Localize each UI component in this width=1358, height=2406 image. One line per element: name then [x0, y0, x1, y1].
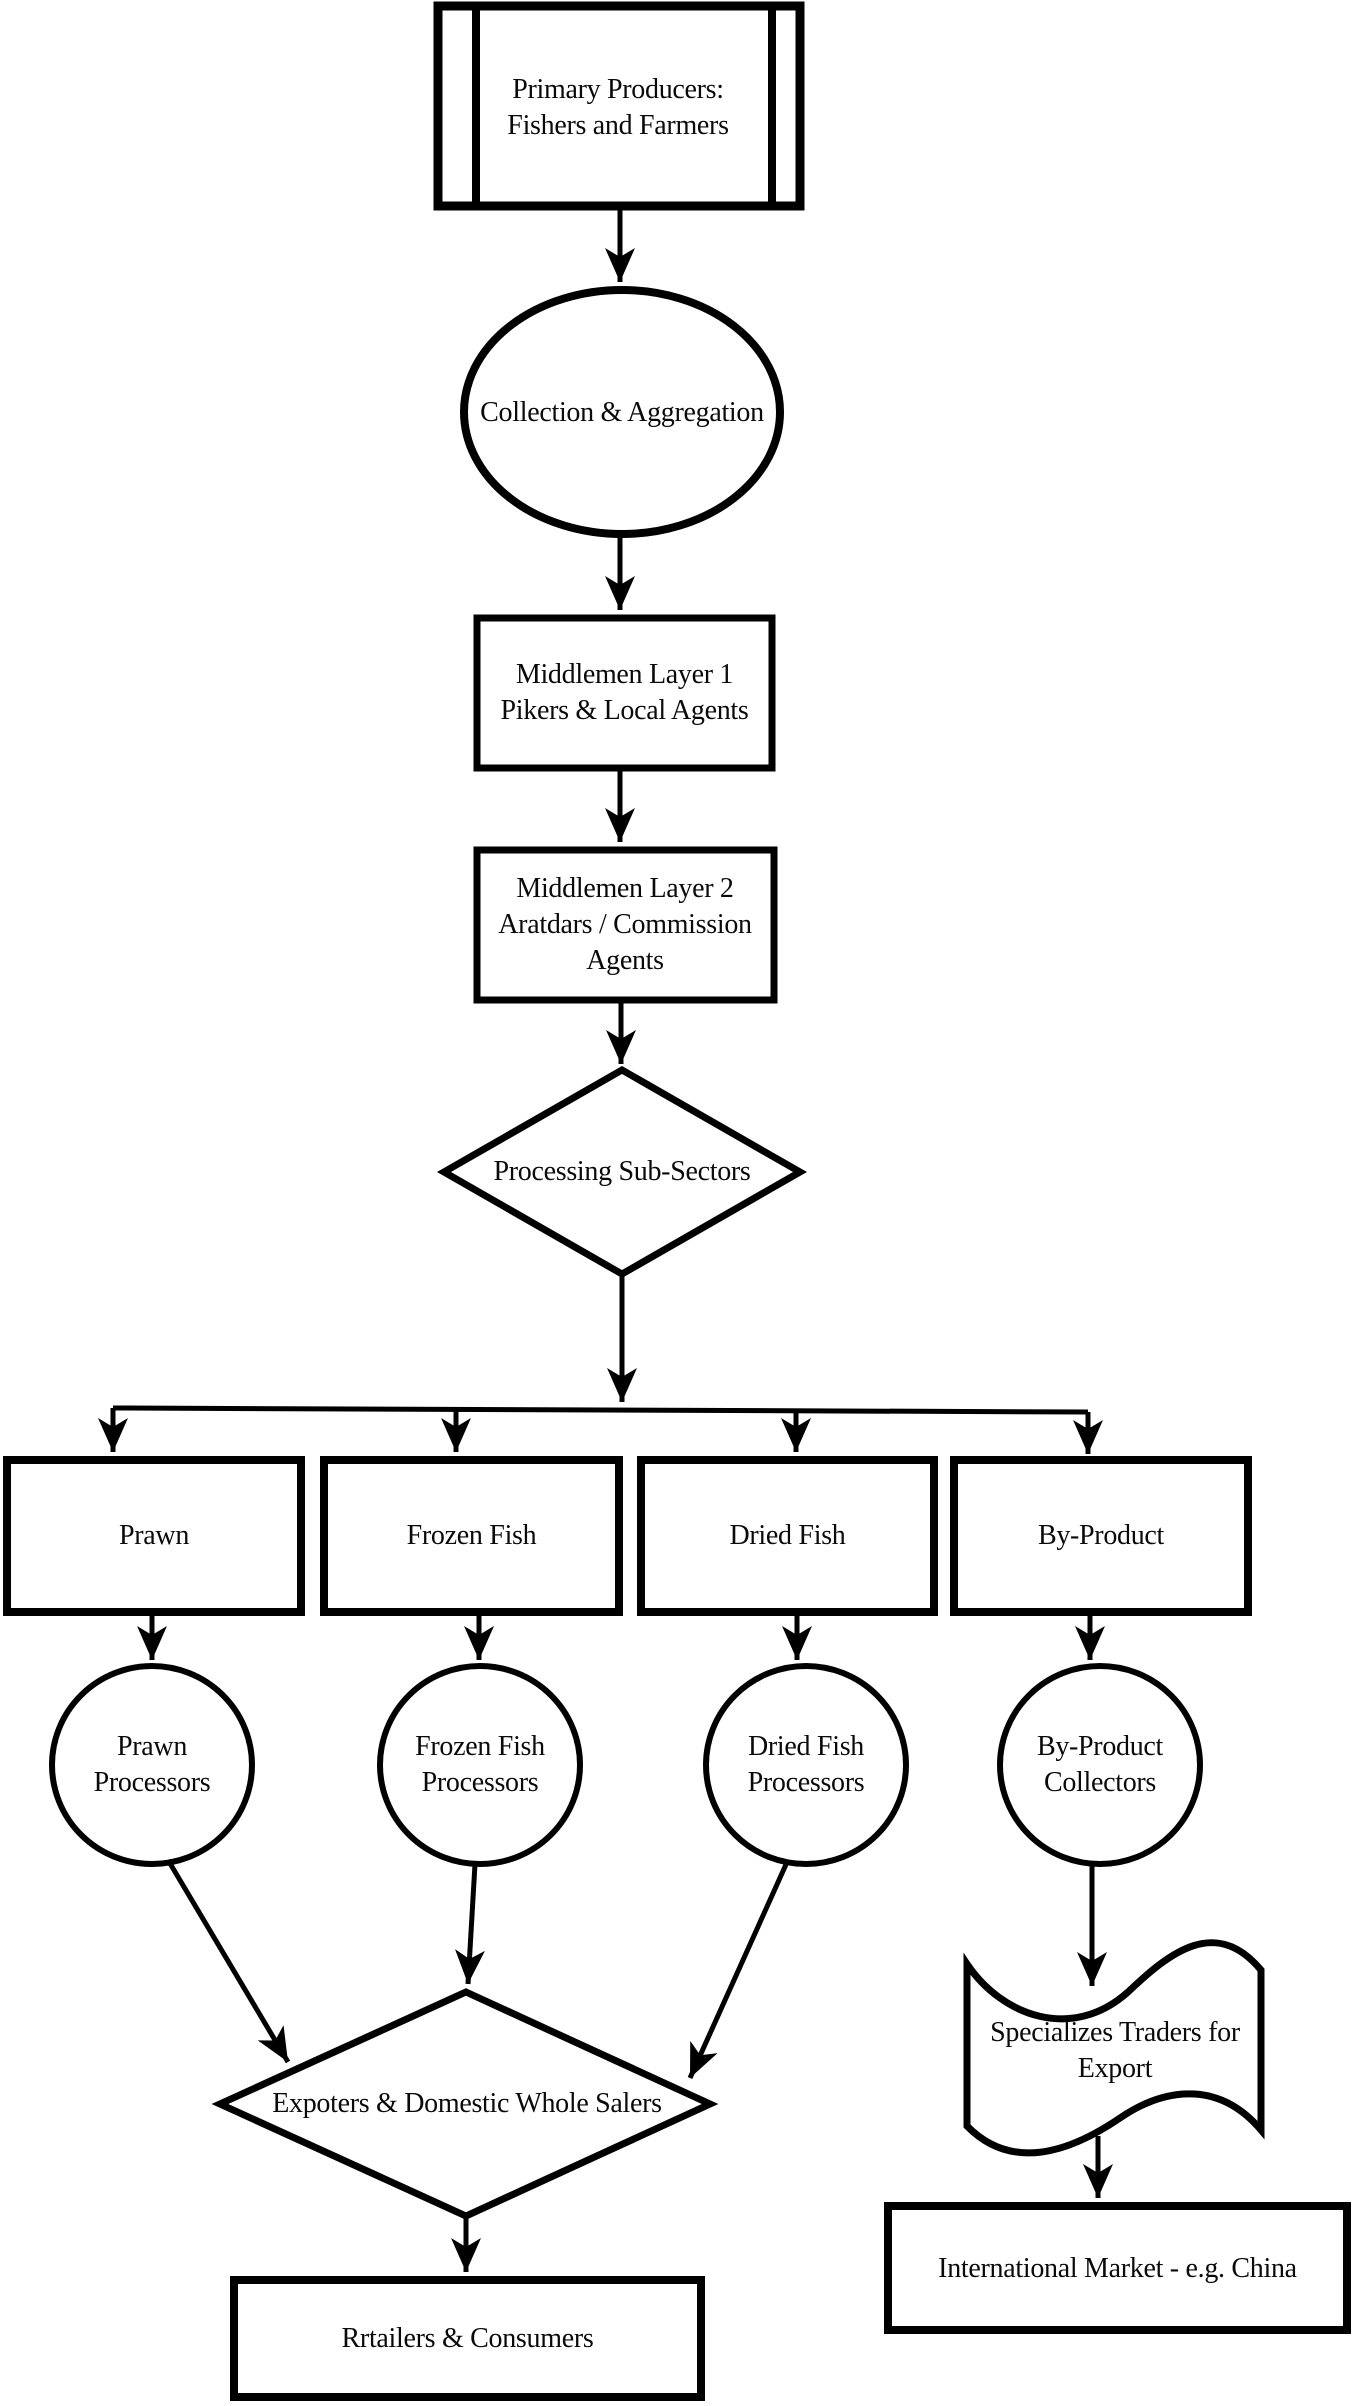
node-label-retailers-consumers: Rrtailers & Consumers	[341, 2323, 594, 2355]
node-label-prawn: Prawn	[118, 1520, 190, 1552]
arrow-frozen-processors-to-exporters	[455, 1863, 485, 1985]
node-label-prawn-processors: Prawn Processors	[93, 1731, 211, 1798]
node-label-middlemen-layer-2: Middlemen Layer 2 Aratdars / Commission …	[498, 873, 752, 976]
node-label-exporters-wholesalers: Expoters & Domestic Whole Salers	[272, 2088, 662, 2120]
node-label-by-product-collectors: By-Product Collectors	[1036, 1731, 1164, 1798]
node-label-specialized-traders: Specializes Traders for Export	[990, 2017, 1240, 2084]
node-label-primary-producers: Primary Producers: Fishers and Farmers	[507, 74, 729, 141]
branch-line	[112, 1405, 1089, 1415]
by-product-collectors-shape	[997, 1663, 1203, 1867]
dried-fish-processors-shape	[703, 1663, 909, 1867]
international-market-shape	[884, 2202, 1351, 2334]
frozen-fish-shape	[320, 1456, 623, 1616]
middlemen-layer-2-shape	[473, 846, 778, 1004]
node-label-processing-sub-sectors: Processing Sub-Sectors	[493, 1156, 751, 1188]
by-product-shape	[950, 1456, 1252, 1616]
middlemen-layer-1-shape	[473, 614, 776, 772]
primary-producers-shape	[433, 1, 805, 211]
node-label-international-market: International Market - e.g. China	[938, 2252, 1297, 2284]
frozen-fish-processors-shape	[377, 1663, 583, 1867]
node-label-frozen-fish-processors: Frozen Fish Processors	[415, 1731, 545, 1798]
retailers-consumers-shape	[230, 2276, 705, 2401]
specialized-traders-shape	[963, 1939, 1265, 2157]
node-label-middlemen-layer-1: Middlemen Layer 1 Pikers & Local Agents	[500, 659, 749, 726]
node-label-collection-aggregation: Collection & Aggregation	[480, 396, 764, 428]
arrow-prawn-processors-to-exporters	[165, 1858, 291, 2064]
node-label-dried-fish-processors: Dried Fish Processors	[747, 1731, 865, 1798]
node-label-by-product: By-Product	[1037, 1520, 1165, 1552]
node-label-frozen-fish: Frozen Fish	[406, 1520, 537, 1552]
arrow-dried-processors-to-exporters	[687, 1858, 791, 2080]
prawn-processors-shape	[49, 1663, 255, 1867]
node-label-dried-fish: Dried Fish	[729, 1520, 846, 1552]
dried-fish-shape	[637, 1456, 938, 1616]
